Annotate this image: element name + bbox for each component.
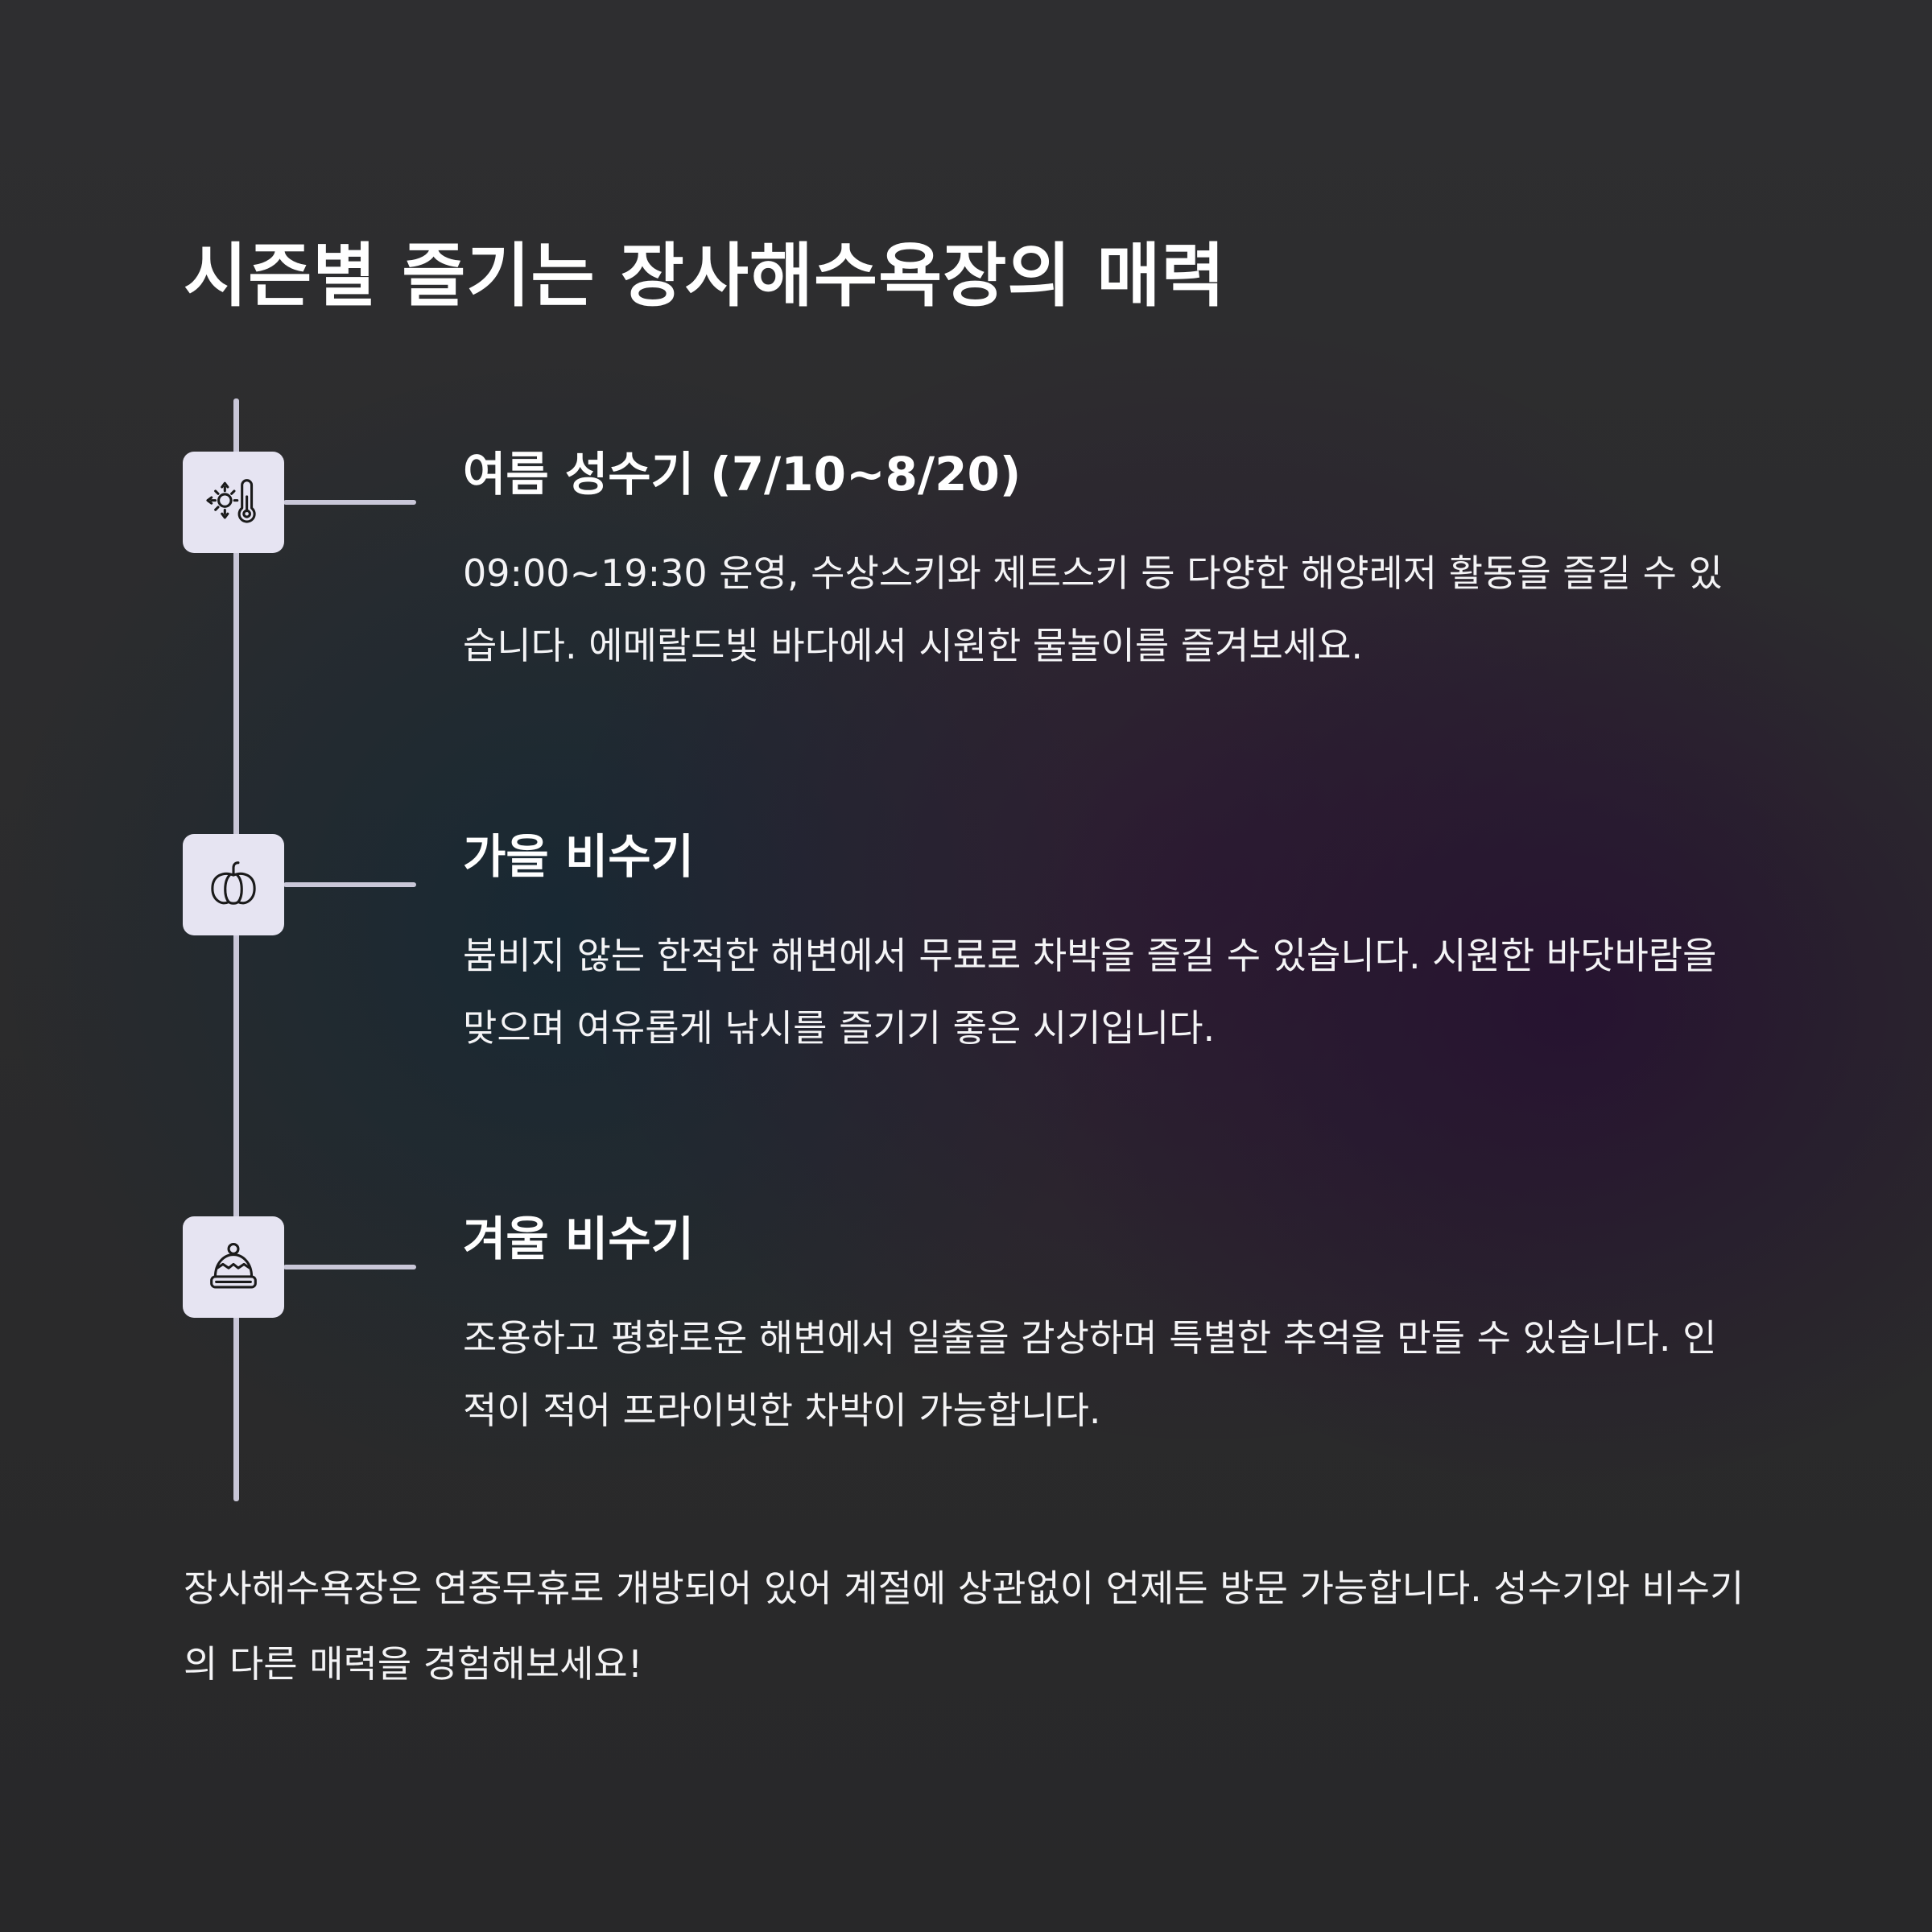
page-title: 시즌별 즐기는 장사해수욕장의 매력 (184, 236, 1226, 316)
season-summer: 여름 성수기 (7/10~8/20) 09:00~19:30 운영, 수상스키와… (463, 447, 1751, 682)
timeline-line (233, 398, 239, 1501)
winter-icon-box (183, 1216, 284, 1318)
timeline-connector (283, 1265, 416, 1269)
summer-icon-box (183, 452, 284, 553)
pumpkin-icon (211, 861, 256, 905)
season-title: 겨울 비수기 (463, 1212, 694, 1266)
season-description: 조용하고 평화로운 해변에서 일출을 감상하며 특별한 추억을 만들 수 있습니… (463, 1315, 1717, 1432)
autumn-icon-box (183, 834, 284, 935)
winter-hat-icon (210, 1242, 257, 1289)
footer-text: 장사해수욕장은 연중무휴로 개방되어 있어 계절에 상관없이 언제든 방문 가능… (184, 1567, 1744, 1686)
season-title: 가을 비수기 (463, 829, 694, 884)
season-title: 여름 성수기 (7/10~8/20) (463, 447, 1022, 502)
season-description: 붐비지 않는 한적한 해변에서 무료로 차박을 즐길 수 있습니다. 시원한 바… (463, 933, 1717, 1050)
season-description: 09:00~19:30 운영, 수상스키와 제트스키 등 다양한 해양레저 활동… (463, 551, 1723, 667)
season-winter: 겨울 비수기 조용하고 평화로운 해변에서 일출을 감상하며 특별한 추억을 만… (463, 1212, 1751, 1447)
season-autumn: 가을 비수기 붐비지 않는 한적한 해변에서 무료로 차박을 즐길 수 있습니다… (463, 829, 1751, 1064)
timeline-connector (283, 500, 416, 505)
timeline-connector (283, 882, 416, 887)
sun-thermometer-icon (206, 479, 256, 523)
